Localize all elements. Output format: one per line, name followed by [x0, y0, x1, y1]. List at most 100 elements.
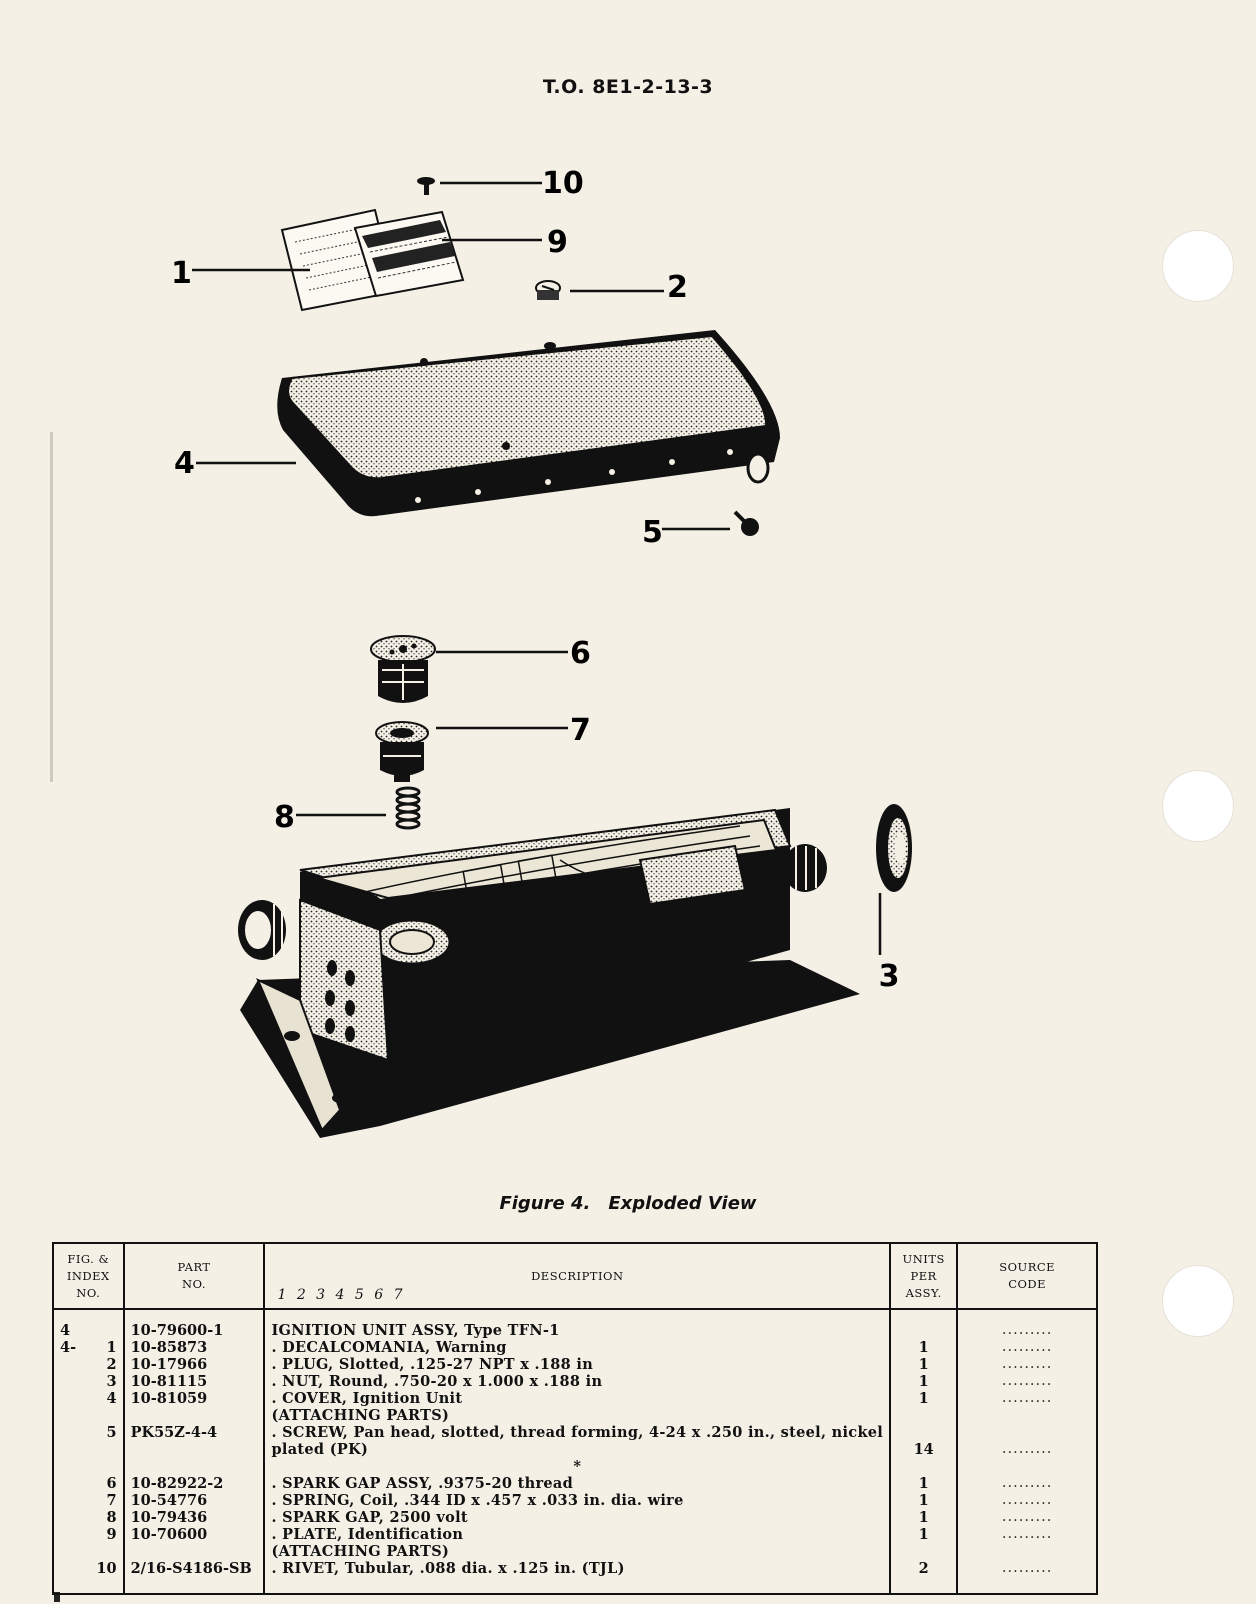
units-header: UNITS PER ASSY.: [889, 1243, 959, 1310]
plug-drawing: [535, 280, 561, 300]
units-per-assy-cell: [889, 1407, 959, 1424]
part-number-cell: 10-82922-2: [122, 1475, 266, 1492]
figure-number: 4: [60, 1322, 71, 1339]
source-code-cell: .........: [956, 1309, 1098, 1339]
units-per-assy-cell: 14: [889, 1441, 959, 1458]
index-number: 7: [106, 1492, 117, 1509]
description-cell: plated (PK): [263, 1441, 892, 1458]
index-number: 5: [106, 1424, 117, 1441]
fig-index-header: FIG. & INDEX NO.: [52, 1243, 125, 1310]
description-cell: . SPARK GAP, 2500 volt: [263, 1509, 892, 1526]
source-code-cell: .........: [956, 1526, 1098, 1543]
fig-index-cell: 4: [52, 1309, 125, 1339]
figure-title: Exploded View: [608, 1193, 757, 1214]
indent-scale: 1 2 3 4 5 6 7: [277, 1287, 406, 1303]
units-per-assy-cell: 1: [889, 1373, 959, 1390]
fig-index-cell: 10: [52, 1560, 125, 1594]
callout-5: 5: [642, 515, 663, 550]
description-cell: . PLUG, Slotted, .125-27 NPT x .188 in: [263, 1356, 892, 1373]
units-per-assy-cell: 1: [889, 1356, 959, 1373]
source-code-cell: .........: [956, 1373, 1098, 1390]
part-number-cell: [122, 1543, 266, 1560]
punch-hole: [1162, 1265, 1234, 1337]
units-per-assy-cell: [889, 1309, 959, 1339]
margin-mark: [50, 432, 53, 782]
figure-number: 4-: [60, 1339, 77, 1356]
table-header-row: FIG. & INDEX NO. PART NO. DESCRIPTION 1 …: [52, 1243, 1098, 1310]
source-code-cell: .........: [956, 1475, 1098, 1492]
fig-index-cell: 8: [52, 1509, 125, 1526]
rivet-drawing: [417, 177, 435, 195]
units-per-assy-cell: 1: [889, 1509, 959, 1526]
source-code-cell: .........: [956, 1356, 1098, 1373]
cover-drawing: [277, 330, 780, 517]
description-cell: . COVER, Ignition Unit: [263, 1390, 892, 1407]
index-number: 8: [106, 1509, 117, 1526]
part-no-header: PART NO.: [122, 1243, 266, 1310]
callout-6: 6: [570, 636, 591, 671]
part-number-cell: 10-70600: [122, 1526, 266, 1543]
source-code-cell: .........: [956, 1390, 1098, 1407]
fig-index-cell: 6: [52, 1475, 125, 1492]
source-code-cell: [956, 1407, 1098, 1424]
table-row: (ATTACHING PARTS): [52, 1543, 1098, 1560]
punch-hole: [1162, 770, 1234, 842]
units-per-assy-cell: [889, 1543, 959, 1560]
callout-2: 2: [667, 270, 688, 305]
index-number: 9: [106, 1526, 117, 1543]
fig-index-cell: 7: [52, 1492, 125, 1509]
part-number-cell: 10-85873: [122, 1339, 266, 1356]
callout-4: 4: [174, 446, 195, 481]
callout-10: 10: [542, 166, 584, 201]
parts-list-table: FIG. & INDEX NO. PART NO. DESCRIPTION 1 …: [52, 1242, 1098, 1595]
fig-index-cell: [52, 1407, 125, 1424]
index-number: 6: [106, 1475, 117, 1492]
source-code-cell: .........: [956, 1339, 1098, 1356]
exploded-view-illustration: 1 2 3 4 5 6 7 8 9 10: [171, 166, 912, 1138]
source-code-cell: [956, 1458, 1098, 1475]
callout-8: 8: [274, 800, 295, 835]
part-number-cell: 10-81059: [122, 1390, 266, 1407]
source-code-cell: [956, 1543, 1098, 1560]
description-header: DESCRIPTION 1 2 3 4 5 6 7: [263, 1243, 892, 1310]
units-per-assy-cell: 1: [889, 1475, 959, 1492]
fig-index-cell: 3: [52, 1373, 125, 1390]
part-number-cell: 10-79600-1: [122, 1309, 266, 1339]
units-per-assy-cell: 1: [889, 1492, 959, 1509]
table-row: plated (PK)14.........: [52, 1441, 1098, 1458]
table-row: 10 2/16-S4186-SB. RIVET, Tubular, .088 di…: [52, 1560, 1098, 1594]
callout-1: 1: [171, 256, 192, 291]
part-number-cell: [122, 1407, 266, 1424]
callout-leaders: [192, 181, 882, 955]
callout-3: 3: [879, 959, 900, 994]
description-cell: *: [263, 1458, 892, 1475]
index-number: 2: [106, 1356, 117, 1373]
figure-label: Figure 4.: [499, 1193, 591, 1214]
description-cell: . SPRING, Coil, .344 ID x .457 x .033 in…: [263, 1492, 892, 1509]
description-cell: IGNITION UNIT ASSY, Type TFN-1: [263, 1309, 892, 1339]
fig-index-cell: 4: [52, 1390, 125, 1407]
index-number: 4: [106, 1390, 117, 1407]
description-cell: (ATTACHING PARTS): [263, 1543, 892, 1560]
index-number: 10: [96, 1560, 117, 1577]
units-per-assy-cell: 1: [889, 1339, 959, 1356]
part-number-cell: 10-79436: [122, 1509, 266, 1526]
source-code-cell: .........: [956, 1492, 1098, 1509]
table-row: (ATTACHING PARTS): [52, 1407, 1098, 1424]
source-code-cell: .........: [956, 1560, 1098, 1594]
part-number-cell: 2/16-S4186-SB: [122, 1560, 266, 1594]
fig-index-cell: 9: [52, 1526, 125, 1543]
description-cell: . SCREW, Pan head, slotted, thread formi…: [263, 1424, 892, 1441]
units-per-assy-cell: 1: [889, 1390, 959, 1407]
description-cell: . RIVET, Tubular, .088 dia. x .125 in. (…: [263, 1560, 892, 1594]
units-per-assy-cell: 1: [889, 1526, 959, 1543]
fig-index-cell: 5: [52, 1424, 125, 1441]
